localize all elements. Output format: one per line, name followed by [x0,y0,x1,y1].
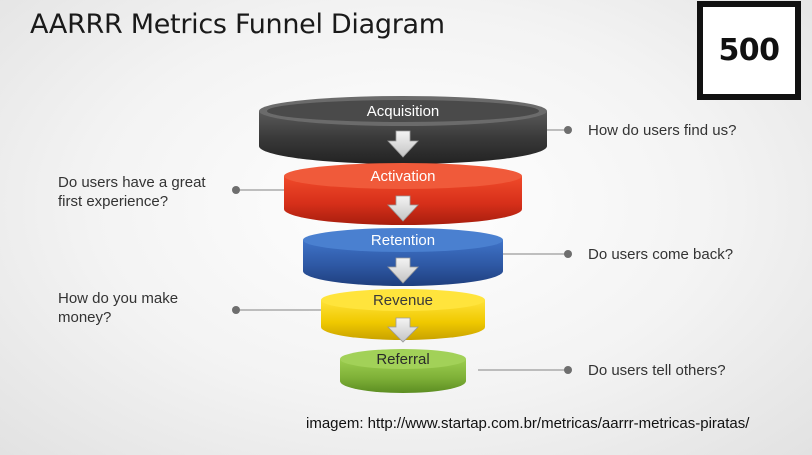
question-referral: Do users tell others? [588,362,726,379]
question-activation: Do users have a great first experience? [58,174,206,210]
down-arrow-icon [387,257,419,284]
funnel-tier-revenue [321,289,485,340]
connector-dot [564,250,572,258]
stage-label-revenue: Revenue [373,292,433,309]
connector-dot [564,366,572,374]
stage-label-activation: Activation [370,168,435,185]
funnel-tier-referral [340,349,466,393]
connector-dot [232,186,240,194]
stage-label-referral: Referral [376,351,429,368]
diagram-title: AARRR Metrics Funnel Diagram [30,9,445,40]
question-acquisition: How do users find us? [588,122,737,139]
image-source-credit: imagem: http://www.startap.com.br/metric… [306,415,750,432]
funnel-tier-acquisition [259,96,547,164]
down-arrow-icon [387,317,419,343]
down-arrow-icon [387,195,419,222]
down-arrow-icon [387,130,419,158]
connector-dot [564,126,572,134]
logo-text: 500 [718,33,780,68]
stage-label-acquisition: Acquisition [367,103,440,120]
connector-dot [232,306,240,314]
stage-label-retention: Retention [371,232,435,249]
500-logo: 500 [697,1,801,100]
question-revenue: How do you make money? [58,290,179,326]
question-retention: Do users come back? [588,246,734,263]
